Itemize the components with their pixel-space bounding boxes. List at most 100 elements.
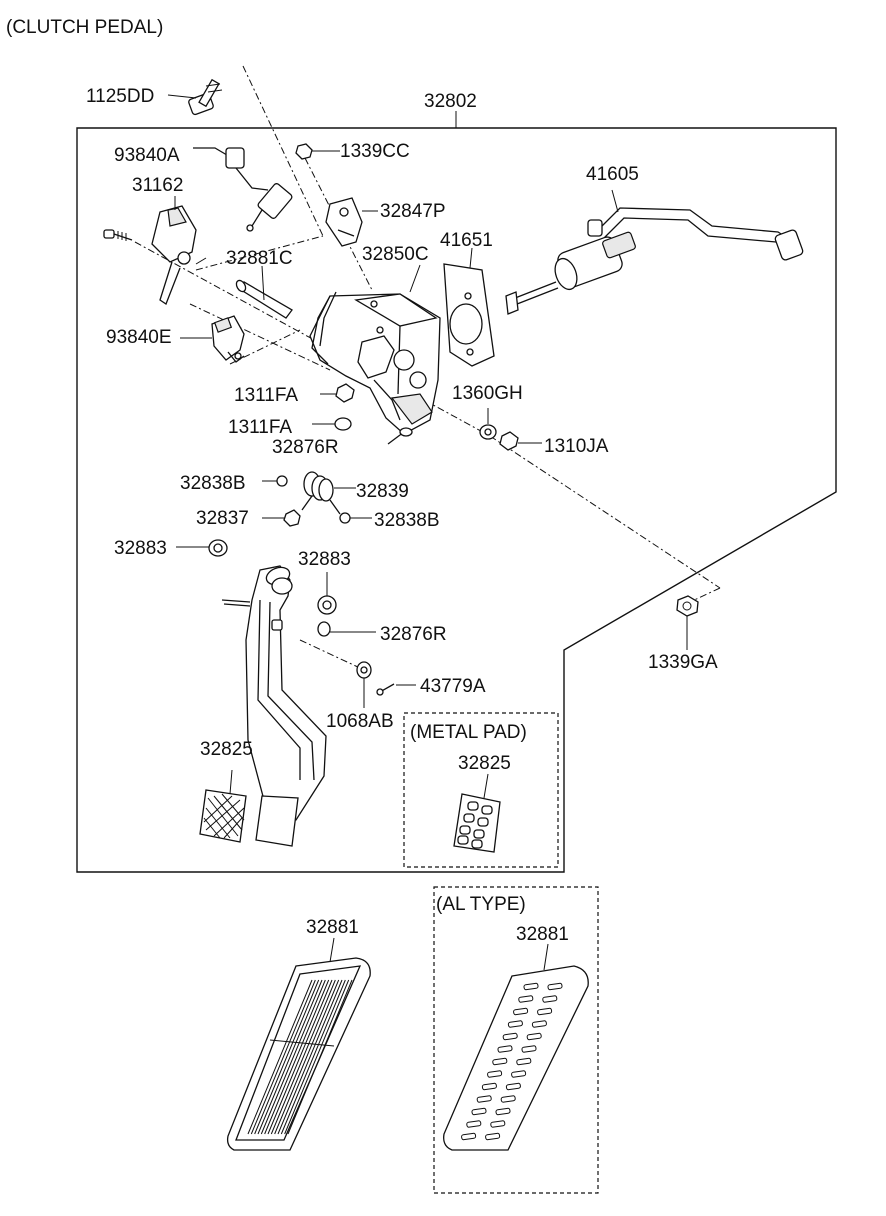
pad-slot	[513, 1007, 529, 1016]
al-type-box	[433, 886, 599, 1194]
bushing-32883-a-icon	[176, 539, 228, 557]
switch-31162-icon	[151, 196, 197, 305]
pad-slot	[505, 1082, 521, 1091]
label-32881C: 32881C	[226, 248, 293, 269]
nut-1339GA-icon	[676, 595, 699, 650]
nut-32838B-b-icon	[339, 512, 372, 524]
diagram-title: (CLUTCH PEDAL)	[6, 17, 163, 38]
pin-32876R-b-icon	[317, 621, 376, 637]
small-bolt-icon	[103, 229, 133, 241]
label-1311FA-a: 1311FA	[234, 385, 298, 406]
pad-slot	[481, 1082, 497, 1091]
centerlines	[134, 65, 721, 669]
label-1339GA: 1339GA	[648, 652, 718, 673]
metal-pad-box	[403, 712, 559, 868]
pad-groove	[280, 979, 346, 1135]
pad-slot	[471, 1107, 487, 1116]
pad-groove	[267, 979, 333, 1135]
pad-groove	[270, 979, 336, 1135]
label-32881-a: 32881	[306, 917, 359, 938]
al-accelerator-pad-32881-icon	[443, 943, 589, 1151]
label-32850C: 32850C	[362, 244, 429, 265]
label-metal-pad: (METAL PAD)	[410, 722, 527, 743]
pad-groove	[287, 979, 353, 1135]
pad-groove	[250, 979, 316, 1135]
master-cylinder-41605-icon	[505, 189, 804, 315]
pad-groove	[269, 1039, 335, 1047]
clutch-pedal-arm-icon	[221, 565, 327, 847]
pad-groove	[264, 979, 330, 1135]
label-32881-b: 32881	[516, 924, 569, 945]
pad-groove	[277, 979, 343, 1135]
label-93840E: 93840E	[106, 327, 172, 348]
pad-slot	[523, 982, 539, 991]
pad-slot	[466, 1120, 482, 1128]
pad-groove	[254, 979, 320, 1135]
pin-32881C-icon	[235, 265, 293, 319]
pad-slot	[516, 1057, 532, 1066]
pad-slot	[521, 1045, 537, 1053]
label-32838B-a: 32838B	[180, 473, 246, 494]
pad-slot	[492, 1057, 508, 1066]
bushing-32837-icon	[262, 509, 301, 527]
pad-slot	[497, 1045, 513, 1053]
pad-groove	[257, 979, 323, 1135]
pad-slot	[485, 1132, 501, 1141]
pad-groove	[284, 979, 350, 1135]
pad-groove	[260, 979, 326, 1135]
label-32837: 32837	[196, 508, 249, 529]
label-1125DD: 1125DD	[86, 86, 154, 107]
label-93840A: 93840A	[114, 145, 180, 166]
nut-1311FA-b-icon	[312, 417, 352, 431]
label-1310JA: 1310JA	[544, 436, 609, 457]
nut-1310JA-icon	[499, 431, 542, 451]
label-al-type: (AL TYPE)	[436, 894, 526, 915]
washer-1360GH-icon	[479, 408, 497, 440]
label-32883-a: 32883	[114, 538, 167, 559]
pad-slot	[518, 995, 534, 1003]
pad-slot	[495, 1107, 511, 1116]
pad-slot	[537, 1007, 553, 1016]
pad-slot	[487, 1070, 503, 1078]
pin-32876R-a-icon	[387, 427, 413, 445]
label-32838B-b: 32838B	[374, 510, 440, 531]
pad-slot	[476, 1095, 492, 1103]
nut-1311FA-a-icon	[320, 383, 355, 403]
pad-slot	[547, 982, 563, 991]
pad-slot	[526, 1032, 542, 1041]
pad-slot	[511, 1070, 527, 1078]
pad-slot	[461, 1132, 477, 1141]
label-41605: 41605	[586, 164, 639, 185]
pad-slot	[490, 1120, 506, 1128]
pad-slot	[502, 1032, 518, 1041]
leader-lines	[167, 94, 421, 339]
label-32876R-b: 32876R	[380, 624, 447, 645]
label-1068AB: 1068AB	[326, 711, 394, 732]
metal-pad-32825-icon	[453, 773, 501, 853]
label-32839: 32839	[356, 481, 409, 502]
spring-32839-icon	[301, 471, 356, 515]
label-31162: 31162	[132, 175, 183, 196]
label-32876R-a: 32876R	[272, 437, 339, 458]
pad-groove	[274, 979, 340, 1135]
bushing-32883-b-icon	[317, 572, 337, 615]
accelerator-pad-32881-icon	[226, 937, 371, 1151]
pad-slot	[507, 1020, 523, 1028]
pad-slot	[542, 995, 558, 1003]
sensor-93840E-icon	[211, 315, 245, 363]
pad-groove	[247, 979, 313, 1135]
label-41651: 41651	[440, 230, 493, 251]
bracket-32850C-icon	[309, 291, 441, 435]
gasket-41651-icon	[443, 247, 495, 367]
bolt-1125DD-icon	[188, 78, 223, 116]
label-32825-b: 32825	[458, 753, 511, 774]
pad-slot	[500, 1095, 516, 1103]
rubber-pad-32825-icon	[199, 769, 247, 843]
label-32847P: 32847P	[380, 201, 446, 222]
nut-32838B-a-icon	[262, 475, 288, 487]
pad-slot	[531, 1020, 547, 1028]
screw-43779A-icon	[376, 683, 416, 696]
label-32825-a: 32825	[200, 739, 253, 760]
